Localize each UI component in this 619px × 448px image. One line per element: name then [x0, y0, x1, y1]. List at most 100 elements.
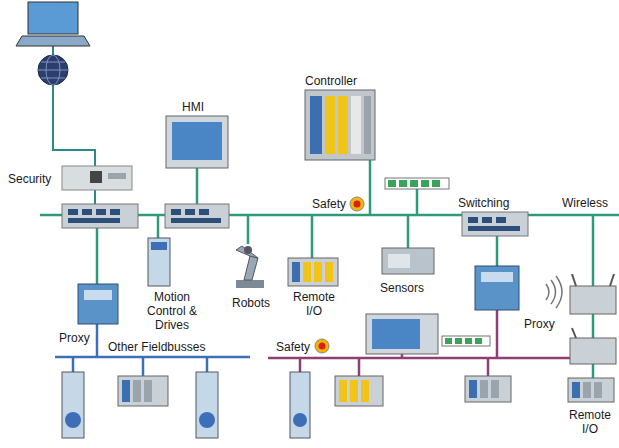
switch-port	[171, 218, 221, 223]
label-box: Wireless	[562, 196, 608, 210]
switch-port	[199, 209, 209, 215]
device-label: Security	[8, 172, 51, 186]
device-label: Remote I/O	[566, 408, 614, 436]
drive-body	[62, 372, 84, 438]
safety-bus	[268, 310, 612, 376]
remote-io-rack	[118, 376, 168, 406]
security-appliance	[62, 166, 132, 190]
device-label: Other Fieldbusses	[108, 340, 205, 354]
rack-module	[314, 262, 322, 282]
wireless-waves	[546, 276, 562, 308]
rack-module	[361, 380, 369, 402]
rack-module	[480, 380, 488, 398]
label-box: Other Fieldbusses	[108, 340, 205, 354]
rack-module	[303, 262, 311, 282]
sensor-icon	[382, 248, 434, 274]
switch-port	[82, 209, 92, 215]
strip-module	[475, 338, 482, 344]
rack-module	[350, 380, 358, 402]
strip-module	[388, 180, 396, 187]
drive-body	[196, 372, 218, 438]
globe-grid	[41, 62, 65, 63]
industrial-ethernet-bus	[40, 160, 619, 378]
strip-module	[399, 180, 407, 187]
laptop-screen	[28, 2, 78, 34]
globe-grid	[38, 70, 68, 71]
rack-body	[288, 258, 338, 286]
switch-icon	[165, 204, 229, 228]
button-ring	[350, 197, 364, 211]
switch-port	[171, 209, 181, 215]
button-ring	[315, 339, 329, 353]
device-label: Wireless	[562, 196, 608, 210]
drop-wire	[416, 189, 419, 215]
drop-wire	[157, 215, 160, 238]
rack-module	[351, 96, 361, 154]
ap-antenna	[572, 328, 576, 338]
switch-port	[68, 218, 120, 223]
robot-icon	[236, 246, 264, 288]
ap-antenna	[572, 274, 576, 286]
strip-module	[432, 180, 440, 187]
robot-arm	[236, 246, 258, 258]
rack-body	[335, 376, 383, 406]
device-label: Safety	[312, 197, 346, 211]
controller-rack	[305, 90, 375, 160]
drive-icon	[148, 238, 170, 286]
drop-wire	[299, 358, 302, 372]
drop-wire	[311, 215, 314, 258]
strip-body	[385, 178, 449, 189]
rack-module	[594, 382, 602, 398]
sensor-detail	[388, 254, 410, 268]
access-point	[570, 328, 616, 364]
laptop-icon	[16, 2, 90, 46]
rack-module	[310, 96, 322, 154]
rack-body	[118, 376, 168, 406]
wave	[546, 284, 549, 300]
safety-button	[315, 339, 329, 353]
wave	[551, 280, 556, 304]
device-detail	[108, 173, 126, 179]
switch-body	[62, 204, 138, 228]
rack-module	[338, 96, 348, 154]
rack-module	[292, 262, 300, 282]
ap-body	[570, 286, 616, 314]
proxy-device	[475, 266, 519, 310]
rack-module	[325, 96, 335, 154]
remote-io-rack	[335, 376, 383, 406]
switch-port	[110, 209, 120, 215]
device-detail	[481, 272, 513, 282]
device-label: HMI	[182, 100, 204, 114]
rack-module	[122, 380, 130, 402]
globe	[38, 55, 68, 85]
rack-body	[465, 376, 511, 402]
switch-port	[68, 209, 78, 215]
sensor-body	[382, 248, 434, 274]
button-cap	[354, 201, 361, 208]
device-detail	[90, 171, 102, 183]
hmi-panel	[166, 116, 228, 168]
panel-body	[166, 116, 228, 168]
drop-wire	[96, 228, 99, 284]
drop-wire	[196, 168, 199, 204]
rack-body	[568, 378, 614, 402]
rack-module	[572, 382, 580, 398]
device-body	[62, 166, 132, 190]
device-label: Motion Control & Drives	[146, 290, 198, 332]
switch-port	[468, 217, 478, 223]
label-box: Proxy	[524, 317, 555, 331]
switch-port	[185, 209, 195, 215]
switch-port	[468, 226, 520, 231]
robot-base	[236, 280, 264, 288]
bus-line	[55, 356, 250, 359]
io-strip	[442, 336, 490, 346]
button-cap	[319, 343, 326, 350]
ap-antenna	[610, 274, 614, 286]
robot-joint	[244, 246, 252, 254]
drop-wire	[72, 357, 75, 372]
label-box: Security	[8, 172, 51, 186]
rack-module	[491, 380, 499, 398]
globe-grid	[41, 78, 65, 79]
rack-module	[469, 380, 477, 398]
